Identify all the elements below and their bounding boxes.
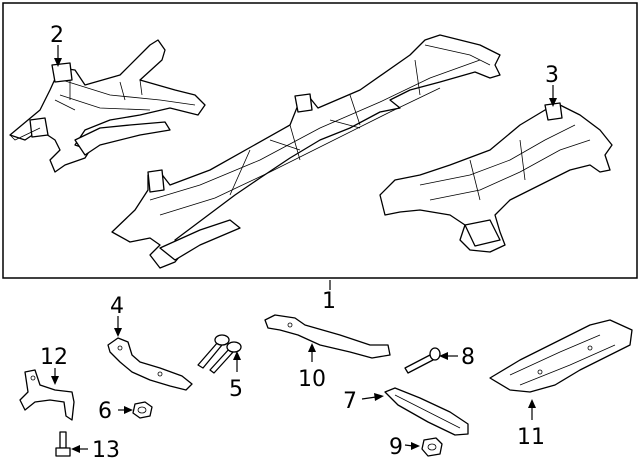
part-10-crossmember [264, 314, 391, 359]
part-5-bolts [197, 334, 242, 374]
callout-labels: 1 2 3 4 5 6 7 8 9 10 11 12 13 [40, 23, 559, 463]
callout-2: 2 [50, 23, 64, 48]
callout-6: 6 [98, 399, 112, 424]
part-13-bolt [55, 431, 71, 457]
part-11-shield [489, 319, 633, 393]
callout-11: 11 [517, 425, 545, 450]
callout-10: 10 [298, 367, 326, 392]
leader-lines [51, 45, 557, 453]
callout-12: 12 [40, 345, 68, 370]
callout-3: 3 [545, 63, 559, 88]
part-12-bracket [19, 369, 75, 421]
callout-8: 8 [461, 345, 475, 370]
callout-13: 13 [92, 438, 120, 463]
callout-1: 1 [322, 289, 336, 314]
full-frame-assembly [111, 34, 501, 269]
front-frame-section [9, 39, 206, 173]
callout-7: 7 [343, 389, 357, 414]
rear-frame-section [379, 102, 613, 253]
callout-9: 9 [389, 435, 403, 460]
part-8-bolt [404, 347, 441, 374]
part-6-nut [132, 401, 153, 419]
callout-5: 5 [229, 377, 243, 402]
assembly-frame-box [2, 2, 638, 279]
part-7-skid-strip [384, 387, 469, 436]
callout-4: 4 [110, 294, 124, 319]
part-4-bracket [107, 337, 193, 391]
part-9-nut [421, 437, 443, 457]
